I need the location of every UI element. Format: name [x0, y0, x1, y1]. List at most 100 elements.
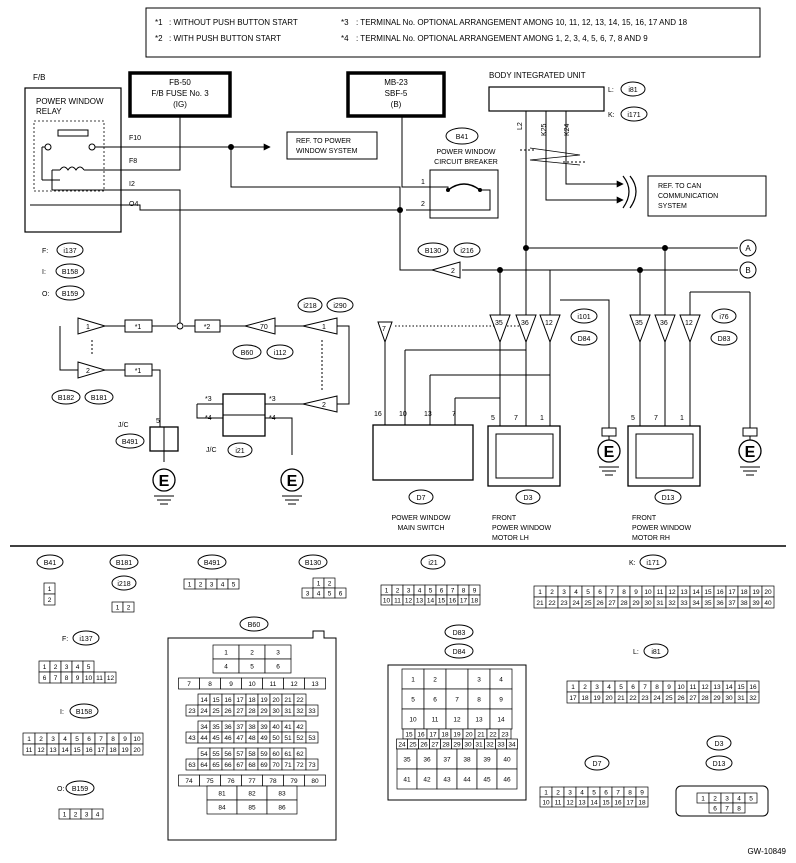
pin-cell	[445, 668, 469, 690]
b60-pin-label: 63	[188, 762, 196, 769]
b158-pin-label: 10	[133, 736, 141, 743]
i21-pin-label: 5	[429, 587, 433, 594]
fb-label: F/B	[33, 73, 45, 82]
i171-pin-label: 33	[680, 600, 688, 607]
i21-pin-label: 6	[440, 587, 444, 594]
main-switch-d7: 7 16 10 13 7 D7 POWER WINDOW MAIN SWITCH	[372, 321, 551, 532]
mark-s1-a: *1	[124, 319, 153, 333]
i171-pin-label: 35	[704, 600, 712, 607]
junction-dot	[523, 245, 529, 251]
b60-pin-label: 48	[248, 735, 256, 742]
d7-pin-16: 16	[374, 411, 382, 418]
d84-pin-label: 27	[431, 741, 439, 748]
biu-wires	[520, 111, 637, 248]
view-d3-label: D3	[715, 741, 724, 748]
b181-label: B181	[91, 395, 107, 402]
view-l-prefix: L:	[633, 649, 639, 656]
pin-cell	[746, 691, 760, 704]
i81-pin-label: 19	[593, 695, 601, 702]
d84-pin-label: 31	[475, 741, 483, 748]
b60-pin-label: 14	[200, 697, 208, 704]
b60-pin-label: 45	[212, 735, 220, 742]
b60-pin-label: 53	[308, 735, 316, 742]
b60-pin-label: 65	[212, 762, 220, 769]
d7-pin-7: 7	[452, 411, 456, 418]
i21-mark-s4-r: *4	[269, 415, 276, 422]
b158-pin-label: 8	[111, 736, 115, 743]
d13-pin-5: 5	[631, 415, 635, 422]
i81-pin-label: 18	[581, 695, 589, 702]
d13-conn-12: 12	[685, 320, 693, 327]
d3-pin-1: 1	[540, 415, 544, 422]
view-b41-label: B41	[44, 560, 57, 567]
i21-pin-label: 1	[385, 587, 389, 594]
i81-pin-label: 10	[677, 684, 685, 691]
b60-pin-label: 17	[236, 697, 244, 704]
d84-pin-label: 5	[411, 696, 415, 703]
o-prefix: O:	[42, 291, 49, 298]
breaker-id: B41	[456, 134, 469, 141]
b60-pin-label: 44	[200, 735, 208, 742]
d84-pin-label: 14	[497, 716, 505, 723]
i21-pin-label: 18	[471, 597, 479, 604]
i81-pin-label: 32	[749, 695, 757, 702]
b130-arrow: 2 B130 i216	[417, 242, 481, 279]
i81-pin-label: 29	[713, 695, 721, 702]
b60-pin-label: 28	[248, 708, 256, 715]
d3-pin-label: 8	[737, 805, 741, 812]
d7-pin-label: 15	[602, 799, 610, 806]
breaker-pin-1: 1	[421, 179, 425, 186]
d3-pin-label: 6	[713, 805, 717, 812]
i81-pin-label: 3	[595, 684, 599, 691]
b60-pin-label: 13	[311, 681, 319, 688]
d84-pin-label: 19	[453, 731, 461, 738]
d84-pin-label: 45	[483, 776, 491, 783]
pin-cell	[104, 671, 117, 684]
d3-label-2: POWER WINDOW	[492, 525, 551, 532]
b60-pin-label: 57	[236, 751, 244, 758]
d84-pin-label: 37	[443, 756, 451, 763]
b60-pin-label: 5	[250, 663, 254, 670]
b60-pin-label: 84	[218, 804, 226, 811]
mark-s1-b: *1	[124, 363, 153, 377]
d84-pin-label: 30	[464, 741, 472, 748]
view-b158-label: B158	[76, 709, 92, 716]
legend-mark-4: *4	[341, 34, 349, 43]
i171-pin-label: 13	[680, 589, 688, 596]
legend-text-1: : WITHOUT PUSH BUTTON START	[169, 18, 298, 27]
jc-i21: *3 *4 *3 *4 J/C i21	[205, 393, 276, 458]
i21-pin-label: 12	[405, 597, 413, 604]
i81-pin-label: 11	[690, 684, 697, 691]
b491-label: B491	[122, 439, 138, 446]
d84-pin-label: 9	[499, 696, 503, 703]
connector-view-labels: B41 B181 i218 B491 B130 i21 K: i171 F: i…	[36, 554, 733, 796]
d7-pin-label: 1	[544, 789, 548, 796]
d83-label: D83	[718, 336, 731, 343]
b60-pin-label: 86	[278, 804, 286, 811]
b60-pin-label: 73	[308, 762, 316, 769]
b159-label: B159	[62, 291, 78, 298]
biu-term-l2: L2	[517, 122, 524, 130]
i171-pin-label: 16	[716, 589, 724, 596]
pin-cell	[744, 792, 758, 804]
pin-cell	[334, 587, 347, 599]
view-i171-label: i171	[646, 560, 659, 567]
b60-pin-label: 71	[284, 762, 292, 769]
b159-pin-label: 2	[74, 811, 78, 818]
i171-pin-label: 26	[596, 600, 604, 607]
i171-pin-label: 32	[668, 600, 676, 607]
view-d84-label: D84	[453, 649, 466, 656]
biu-term-k25: K25	[541, 123, 548, 136]
i21-pin-label: 8	[462, 587, 466, 594]
b60-pin-label: 69	[260, 762, 268, 769]
d84-pin-label: 16	[417, 731, 425, 738]
legend-text-4: : TERMINAL No. OPTIONAL ARRANGEMENT AMON…	[356, 34, 648, 43]
d7-pin-label: 13	[578, 799, 586, 806]
i137-pin-label: 8	[65, 675, 69, 682]
d13-conn-36: 36	[660, 320, 668, 327]
d84-pin-label: 38	[463, 756, 471, 763]
bus-lines	[399, 210, 750, 315]
b158-pin-label: 14	[61, 747, 69, 754]
ref-can-line-2: COMMUNICATION	[658, 193, 718, 200]
